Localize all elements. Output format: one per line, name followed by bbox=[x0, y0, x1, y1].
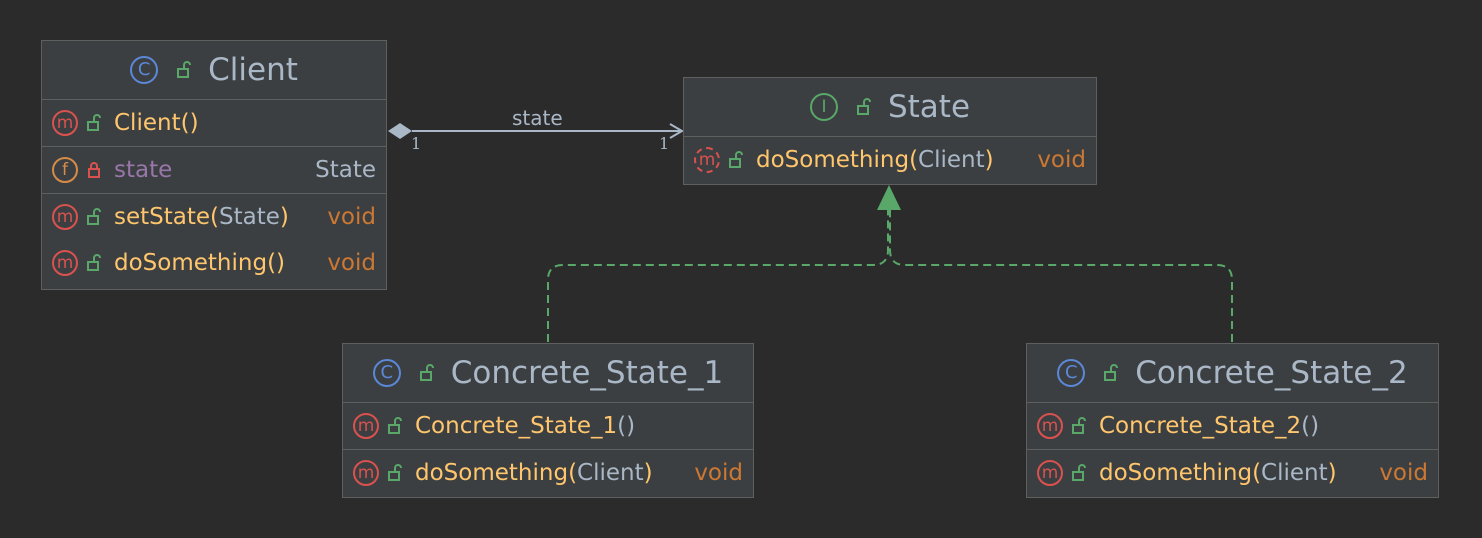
constructor-row[interactable]: m Client() bbox=[42, 100, 386, 146]
method-return-type: void bbox=[1379, 460, 1428, 486]
field-name: state bbox=[114, 157, 173, 183]
method-param: Client bbox=[918, 147, 985, 173]
public-lock-icon bbox=[87, 254, 101, 271]
method-paren-open: ( bbox=[568, 460, 578, 486]
public-lock-icon bbox=[87, 208, 101, 225]
public-lock-icon bbox=[1072, 464, 1086, 481]
constructor-name: Concrete_State_1 bbox=[415, 413, 618, 439]
constructor-paren-open: ( bbox=[617, 413, 627, 439]
field-type: State bbox=[315, 157, 376, 183]
methods-section: m doSomething(Client) void bbox=[684, 137, 1096, 183]
field-row[interactable]: f state State bbox=[42, 147, 386, 193]
interface-header: I State bbox=[684, 78, 1096, 137]
target-multiplicity: 1 bbox=[659, 134, 670, 153]
public-lock-icon bbox=[177, 61, 192, 78]
constructor-paren-close: ) bbox=[1310, 413, 1320, 439]
public-lock-icon bbox=[729, 151, 743, 168]
interface-icon: I bbox=[809, 93, 838, 121]
constructor-paren-open: ( bbox=[1301, 413, 1311, 439]
methods-section: m setState(State) void m doSomething() v… bbox=[42, 194, 386, 286]
method-return-type: void bbox=[327, 204, 376, 230]
composition-diamond bbox=[388, 123, 412, 139]
class-name: Concrete_State_2 bbox=[1135, 355, 1408, 391]
method-icon: m bbox=[353, 460, 379, 486]
class-header: C Concrete_State_1 bbox=[343, 344, 753, 403]
realization-edge-concrete-1[interactable] bbox=[547, 210, 889, 342]
public-lock-icon bbox=[1072, 417, 1086, 434]
method-icon: m bbox=[52, 250, 78, 276]
field-icon: f bbox=[52, 157, 78, 183]
method-paren-open: ( bbox=[210, 204, 220, 230]
abstract-method-icon: m bbox=[694, 147, 720, 173]
fields-section: f state State bbox=[42, 147, 386, 194]
method-row[interactable]: m doSomething(Client) void bbox=[684, 137, 1096, 183]
method-param: Client bbox=[577, 460, 644, 486]
constructor-paren-close: ) bbox=[626, 413, 636, 439]
method-name: doSomething bbox=[756, 147, 910, 173]
method-icon: m bbox=[1037, 460, 1063, 486]
realization-edge-concrete-2[interactable] bbox=[889, 210, 1233, 342]
constructors-section: m Client() bbox=[42, 100, 386, 147]
method-row[interactable]: m doSomething() void bbox=[42, 240, 386, 286]
class-icon: C bbox=[1057, 359, 1086, 387]
public-lock-icon bbox=[856, 98, 871, 115]
association-label: state bbox=[512, 106, 563, 130]
class-name: Concrete_State_1 bbox=[450, 355, 724, 391]
constructors-section: m Concrete_State_2() bbox=[1027, 403, 1438, 450]
private-lock-icon bbox=[88, 162, 100, 178]
interface-node-state[interactable]: I State m doSomething(Client) void bbox=[683, 77, 1097, 185]
public-lock-icon bbox=[1104, 364, 1119, 381]
source-multiplicity: 1 bbox=[411, 134, 422, 153]
method-paren-open: ( bbox=[1252, 460, 1262, 486]
method-param: Client bbox=[1261, 460, 1328, 486]
constructors-section: m Concrete_State_1() bbox=[343, 403, 753, 450]
class-header: C Client bbox=[42, 41, 386, 100]
method-paren-open: ( bbox=[909, 147, 919, 173]
class-name: Client bbox=[208, 52, 298, 88]
open-arrowhead bbox=[669, 123, 684, 139]
class-icon: C bbox=[372, 359, 401, 387]
method-paren-close: ) bbox=[984, 147, 994, 173]
constructor-row[interactable]: m Concrete_State_1() bbox=[343, 403, 753, 449]
method-paren-close: ) bbox=[1327, 460, 1337, 486]
constructor-name: Concrete_State_2 bbox=[1099, 413, 1302, 439]
realization-arrowhead bbox=[877, 185, 901, 210]
class-icon: C bbox=[130, 56, 159, 84]
method-name: doSomething bbox=[415, 460, 569, 486]
class-node-concrete-state-1[interactable]: C Concrete_State_1 m Concrete_State_1() … bbox=[342, 343, 754, 498]
method-icon: m bbox=[1037, 413, 1063, 439]
method-row[interactable]: m setState(State) void bbox=[42, 194, 386, 240]
class-node-concrete-state-2[interactable]: C Concrete_State_2 m Concrete_State_2() … bbox=[1026, 343, 1439, 498]
method-row[interactable]: m doSomething(Client) void bbox=[1027, 450, 1438, 496]
class-header: C Concrete_State_2 bbox=[1027, 344, 1438, 403]
method-return-type: void bbox=[327, 250, 376, 276]
interface-name: State bbox=[887, 89, 971, 125]
method-paren-close: ) bbox=[643, 460, 653, 486]
public-lock-icon bbox=[419, 364, 434, 381]
method-row[interactable]: m doSomething(Client) void bbox=[343, 450, 753, 496]
method-paren-close: ) bbox=[276, 250, 286, 276]
method-paren-open: ( bbox=[267, 250, 277, 276]
public-lock-icon bbox=[388, 464, 402, 481]
constructor-name: Client bbox=[114, 110, 181, 136]
methods-section: m doSomething(Client) void bbox=[1027, 450, 1438, 496]
method-name: setState bbox=[114, 204, 211, 230]
method-paren-close: ) bbox=[279, 204, 289, 230]
method-return-type: void bbox=[694, 460, 743, 486]
method-icon: m bbox=[353, 413, 379, 439]
methods-section: m doSomething(Client) void bbox=[343, 450, 753, 496]
constructor-row[interactable]: m Concrete_State_2() bbox=[1027, 403, 1438, 449]
method-icon: m bbox=[52, 110, 78, 136]
class-node-client[interactable]: C Client m Client() f state State m setS… bbox=[41, 40, 387, 290]
constructor-parens-close: ) bbox=[189, 110, 199, 136]
public-lock-icon bbox=[87, 114, 101, 131]
method-icon: m bbox=[52, 204, 78, 230]
public-lock-icon bbox=[388, 417, 402, 434]
method-name: doSomething bbox=[114, 250, 268, 276]
method-param: State bbox=[219, 204, 280, 230]
method-return-type: void bbox=[1037, 147, 1086, 173]
method-name: doSomething bbox=[1099, 460, 1253, 486]
constructor-parens-open: ( bbox=[180, 110, 190, 136]
